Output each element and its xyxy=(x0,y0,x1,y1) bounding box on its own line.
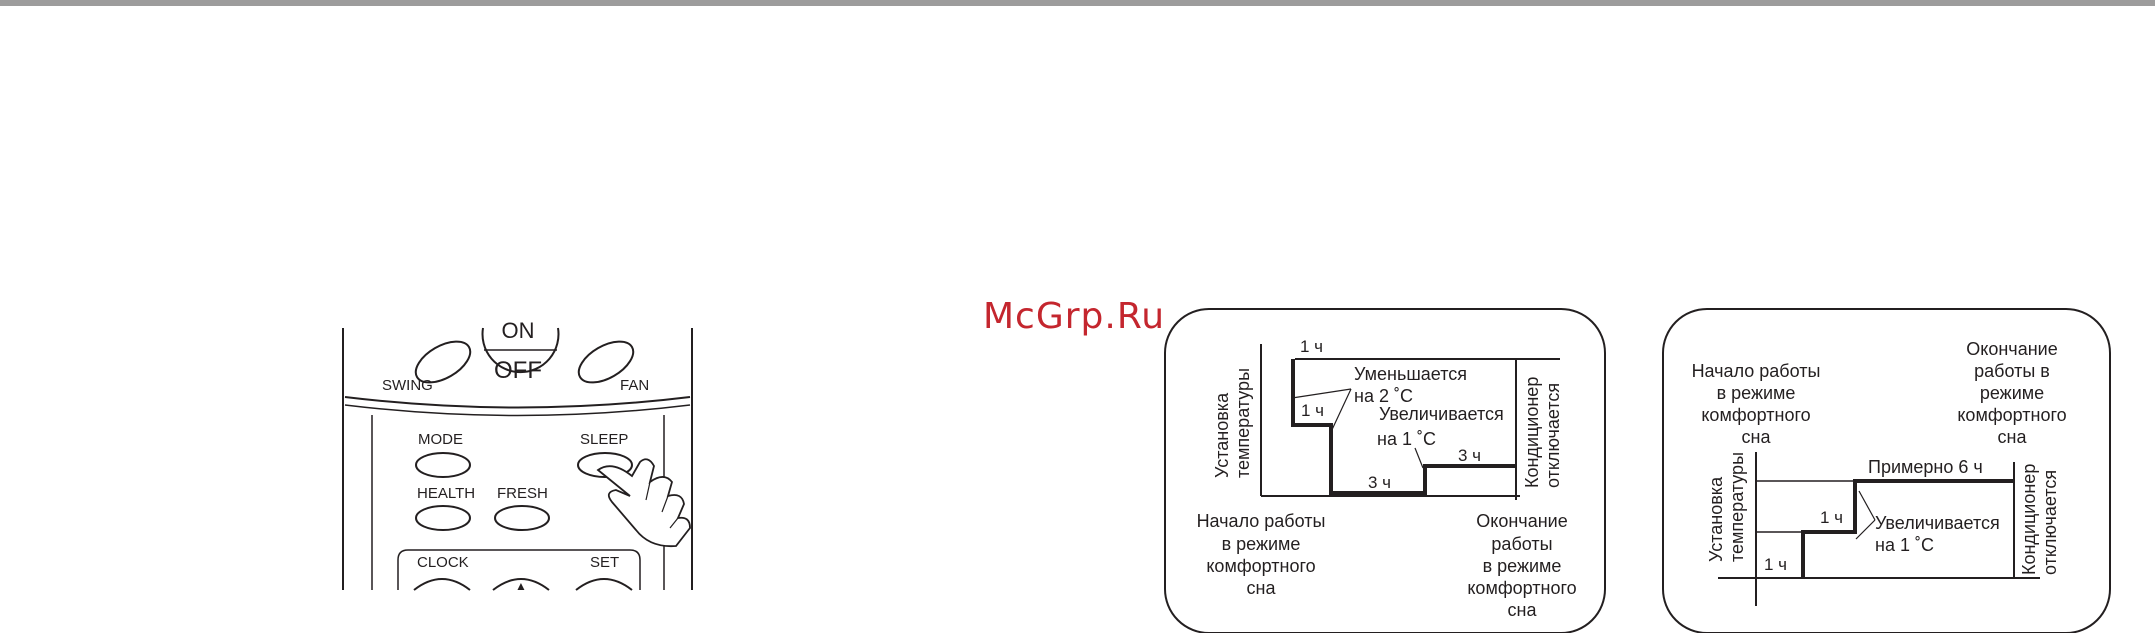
step2-time: 1 ч xyxy=(1301,401,1324,420)
temperature-curve xyxy=(1801,479,2014,578)
increase-pointer-a xyxy=(1858,490,1876,521)
end-caption-line: Окончание xyxy=(1966,339,2057,359)
off-label: OFF xyxy=(494,357,542,384)
step1-time: 1 ч xyxy=(1764,555,1787,574)
remote-panel-curve-bottom xyxy=(344,404,691,417)
cooling-sleep-diagram: 1 ч 1 ч 3 ч 3 ч Уменьшается на 2 ˚C Увел… xyxy=(1164,308,1606,633)
start-caption-line: Начало работы xyxy=(1197,511,1326,531)
clock-button[interactable] xyxy=(413,578,471,591)
right-label-line2: отключается xyxy=(2040,470,2060,575)
mode-button[interactable] xyxy=(415,452,471,478)
end-caption-line: работы в xyxy=(1974,361,2050,381)
up-button[interactable] xyxy=(492,578,550,591)
end-caption-line: комфортного xyxy=(1467,578,1576,598)
fan-button[interactable] xyxy=(572,333,640,391)
start-caption-line: сна xyxy=(1742,427,1772,447)
diagram-frame xyxy=(1164,308,1606,633)
end-caption-line: в режиме xyxy=(1483,556,1562,576)
start-caption-line: в режиме xyxy=(1222,534,1301,554)
end-caption-line: сна xyxy=(1508,600,1538,620)
end-caption-line: Окончание xyxy=(1476,511,1567,531)
sleep-label: SLEEP xyxy=(580,431,628,448)
clock-label: CLOCK xyxy=(417,554,469,571)
increase-pointer xyxy=(1414,447,1424,469)
end-caption: Окончание работы в режиме комфортного сн… xyxy=(1957,339,2066,447)
start-caption: Начало работы в режиме комфортного сна xyxy=(1692,361,1821,447)
start-caption-line: в режиме xyxy=(1717,383,1796,403)
right-label-line1: Кондиционер xyxy=(1522,377,1542,488)
decrease-line2: на 2 ˚C xyxy=(1354,386,1413,406)
decrease-pointer-b xyxy=(1329,388,1352,435)
increase-line2: на 1 ˚C xyxy=(1875,535,1934,555)
decrease-pointer-a xyxy=(1291,388,1352,399)
temperature-curve xyxy=(1291,359,1516,495)
end-caption-line: режиме xyxy=(1980,383,2044,403)
fan-label: FAN xyxy=(620,377,649,394)
duration-label: Примерно 6 ч xyxy=(1868,457,1983,477)
y-axis-label-line2: температуры xyxy=(1727,452,1747,562)
hand-finger-lines xyxy=(645,481,679,529)
mode-label: MODE xyxy=(418,431,463,448)
end-caption: Окончание работы в режиме комфортного сн… xyxy=(1467,511,1576,620)
heating-sleep-diagram: 1 ч 1 ч Примерно 6 ч Увеличивается на 1 … xyxy=(1662,308,2111,633)
increase-pointer-b xyxy=(1855,519,1876,540)
diagram-frame xyxy=(1662,308,2111,633)
end-caption-line: работы xyxy=(1491,534,1552,554)
start-caption-line: сна xyxy=(1247,578,1277,598)
set-label: SET xyxy=(590,554,619,571)
start-caption-line: комфортного xyxy=(1206,556,1315,576)
step1-time: 1 ч xyxy=(1300,337,1323,356)
start-caption-line: Начало работы xyxy=(1692,361,1821,381)
fresh-label: FRESH xyxy=(497,485,548,502)
top-rule xyxy=(0,0,2155,6)
health-label: HEALTH xyxy=(417,485,475,502)
right-label-line2: отключается xyxy=(1543,383,1563,488)
step4-time: 3 ч xyxy=(1458,446,1481,465)
start-caption: Начало работы в режиме комфортного сна xyxy=(1197,511,1326,598)
end-caption-line: сна xyxy=(1998,427,2028,447)
y-axis-label-line1: Установка xyxy=(1706,476,1726,562)
remote-control: ON OFF SWING FAN MODE SLEEP HEALTH FRESH… xyxy=(342,318,693,593)
health-button[interactable] xyxy=(415,505,471,531)
step2-time: 1 ч xyxy=(1820,508,1843,527)
increase-line1: Увеличивается xyxy=(1379,404,1504,424)
increase-line1: Увеличивается xyxy=(1875,513,2000,533)
set-button[interactable] xyxy=(575,578,633,591)
watermark-text: McGrp.Ru xyxy=(983,296,1166,337)
remote-lower-panel xyxy=(397,549,641,590)
remote-panel-curve-top xyxy=(344,396,691,409)
fresh-button[interactable] xyxy=(494,505,550,531)
start-caption-line: комфортного xyxy=(1701,405,1810,425)
y-axis-label-line2: температуры xyxy=(1233,368,1253,478)
on-label: ON xyxy=(502,318,535,343)
y-axis-label-line1: Установка xyxy=(1212,392,1232,478)
swing-button[interactable] xyxy=(409,333,477,391)
decrease-line1: Уменьшается xyxy=(1354,364,1467,384)
pressing-hand-icon xyxy=(596,458,691,548)
up-arrow-icon: ▲ xyxy=(515,579,527,593)
step3-time: 3 ч xyxy=(1368,473,1391,492)
swing-label: SWING xyxy=(382,377,433,394)
end-caption-line: комфортного xyxy=(1957,405,2066,425)
increase-line2: на 1 ˚C xyxy=(1377,429,1436,449)
right-label-line1: Кондиционер xyxy=(2019,464,2039,575)
